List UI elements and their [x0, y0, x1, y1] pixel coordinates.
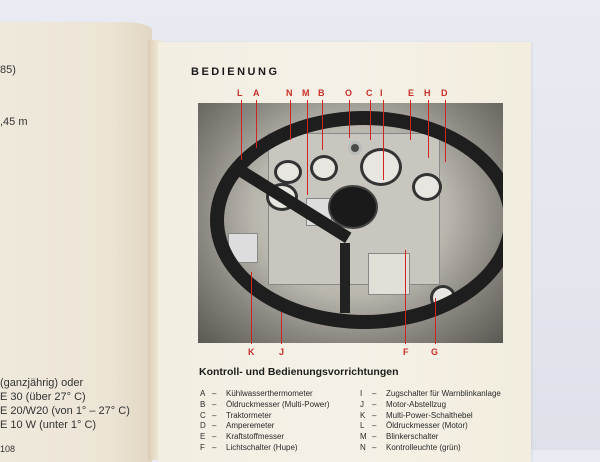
legend-item: N–Kontrolleuchte (grün): [360, 442, 461, 452]
legend-item: B–Öldruckmesser (Multi-Power): [200, 399, 330, 409]
legend-item: L–Öldruckmesser (Motor): [360, 421, 468, 431]
callout-line: [428, 100, 429, 158]
callout-line: [410, 100, 411, 140]
callout-line: [256, 100, 257, 148]
legend-item: A–Kühlwasserthermometer: [200, 389, 313, 398]
legend-item: F–Lichtschalter (Hupe): [200, 442, 298, 452]
legend-item: K–Multi-Power-Schalthebel: [360, 410, 473, 420]
left-page-fragment: E 30 (über 27° C): [0, 391, 86, 403]
callout-label-C: C: [366, 88, 373, 98]
callout-label-A: A: [253, 88, 260, 98]
left-page-fragment: 85): [0, 64, 16, 76]
callout-label-K: K: [248, 347, 255, 357]
legend-left: A–Kühlwasserthermometer B–Öldruckmesser …: [200, 389, 330, 454]
callout-label-L: L: [237, 88, 243, 98]
callout-line: [435, 298, 436, 344]
callout-label-D: D: [441, 88, 448, 98]
steering-column: [340, 243, 350, 313]
legend-right: I–Zugschalter für Warnblinkanlage J–Moto…: [360, 389, 501, 454]
callout-line: [405, 250, 406, 344]
callout-line: [290, 100, 291, 140]
steering-hub-logo: [328, 185, 378, 229]
legend-item: J–Motor-Abstellzug: [360, 399, 447, 409]
callout-line: [322, 100, 323, 150]
left-page-fragment: ,45 m: [0, 116, 28, 128]
legend-item: I–Zugschalter für Warnblinkanlage: [360, 389, 501, 398]
legend-item: E–Kraftstoffmesser: [200, 432, 285, 442]
callout-line: [383, 100, 384, 180]
left-page-fragment: E 20/W20 (von 1° – 27° C): [0, 405, 130, 417]
callout-line: [445, 100, 446, 162]
callout-line: [241, 100, 242, 160]
callout-line: [307, 100, 308, 195]
callout-label-H: H: [424, 88, 431, 98]
callout-label-I: I: [380, 88, 383, 98]
callout-line: [281, 312, 282, 344]
page-number: 108: [0, 444, 16, 454]
callout-line: [349, 100, 350, 138]
legend-item: C–Traktormeter: [200, 410, 272, 420]
left-page-fragment: E 10 W (unter 1° C): [0, 419, 97, 431]
callout-label-J: J: [279, 347, 285, 357]
left-page: [0, 22, 152, 462]
callout-label-E: E: [408, 88, 415, 98]
legend-item: D–Amperemeter: [200, 421, 275, 431]
callout-label-G: G: [431, 347, 439, 357]
legend-item: M–Blinkerschalter: [360, 432, 439, 442]
callout-label-M: M: [302, 88, 310, 98]
figure-caption: Kontroll- und Bedienungsvorrichtungen: [199, 366, 399, 378]
callout-label-O: O: [345, 88, 353, 98]
callout-label-F: F: [403, 347, 409, 357]
left-page-fragment: (ganzjährig) oder: [0, 377, 84, 389]
dashboard-photo: [198, 103, 503, 343]
callout-label-B: B: [318, 88, 325, 98]
callout-line: [251, 272, 252, 344]
callout-line: [370, 100, 371, 140]
section-title: BEDIENUNG: [191, 66, 280, 78]
callout-label-N: N: [286, 88, 293, 98]
